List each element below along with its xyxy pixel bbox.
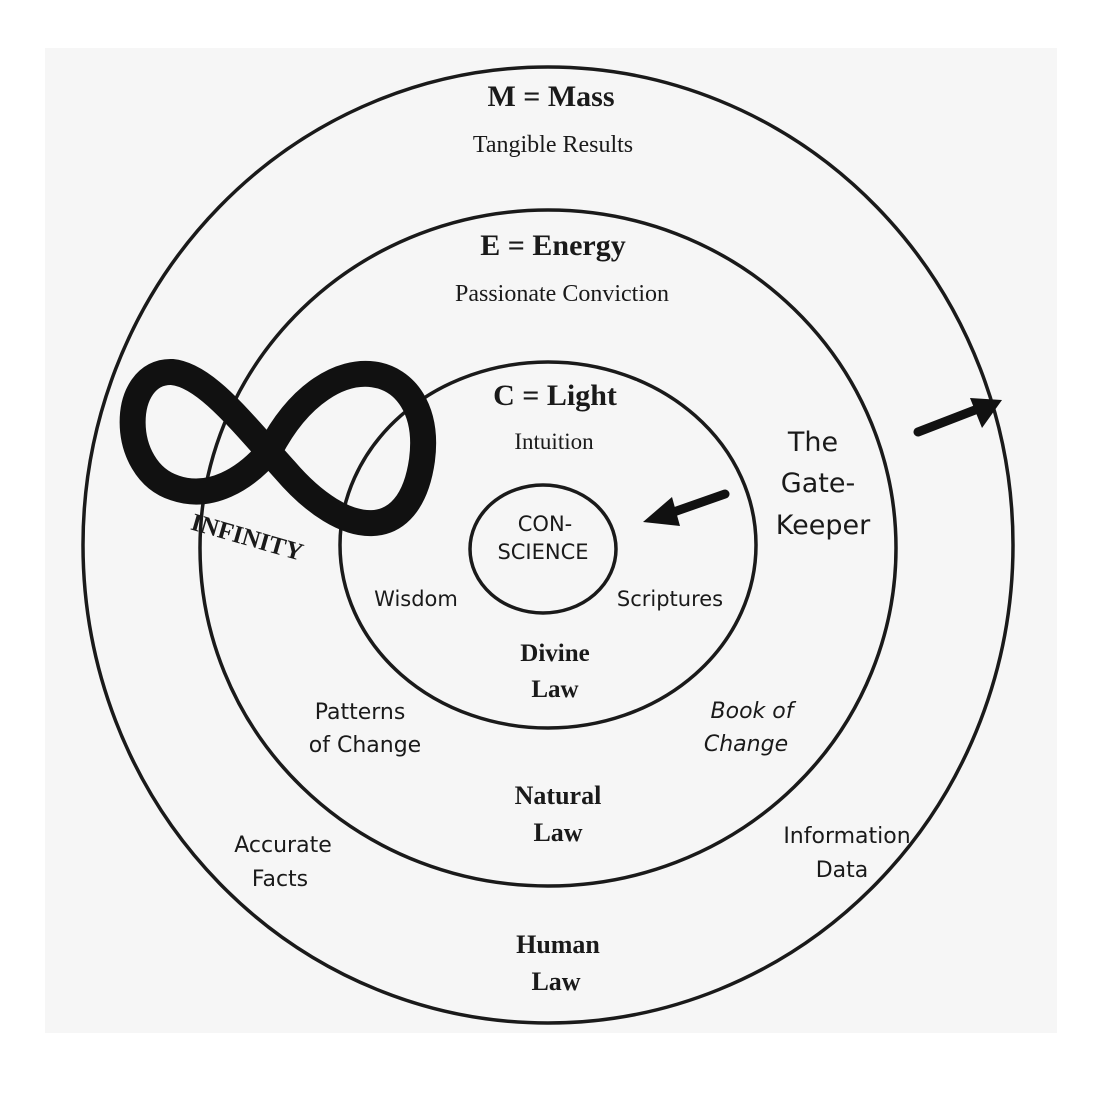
third-ring — [338, 360, 758, 730]
gatekeeper-label-line1: The — [787, 427, 838, 458]
second-ring-subtitle: Passionate Conviction — [455, 281, 669, 307]
scriptures-label: Scriptures — [617, 587, 723, 611]
center-label-line1: CON- — [518, 512, 572, 536]
book-of-change-line2: Change — [704, 732, 788, 757]
second-ring — [198, 208, 898, 888]
information-data-line2: Data — [816, 858, 869, 883]
accurate-facts-line1: Accurate — [234, 833, 332, 858]
arrow-right-icon — [913, 398, 1002, 437]
natural-law-line2: Law — [533, 818, 582, 847]
third-ring-subtitle: Intuition — [514, 429, 594, 454]
wisdom-label: Wisdom — [374, 587, 458, 611]
information-data-line1: Information — [783, 824, 910, 849]
outer-ring — [81, 65, 1015, 1025]
second-ring-title: E = Energy — [480, 229, 625, 262]
book-of-change-line1: Book of — [711, 699, 797, 724]
natural-law-line1: Natural — [515, 781, 602, 810]
outer-ring-subtitle: Tangible Results — [473, 132, 633, 158]
accurate-facts-line2: Facts — [252, 867, 308, 892]
gatekeeper-label-line2: Gate- — [781, 468, 855, 499]
patterns-of-change-line1: Patterns — [315, 700, 406, 725]
patterns-of-change-line2: of Change — [309, 733, 421, 758]
infinity-icon — [119, 359, 437, 537]
human-law-line2: Law — [531, 967, 580, 996]
human-law-line1: Human — [516, 930, 600, 959]
center-ring — [468, 483, 618, 615]
third-ring-title: C = Light — [493, 379, 617, 412]
divine-law-line2: Law — [531, 676, 578, 703]
gatekeeper-label-line3: Keeper — [776, 510, 871, 541]
center-label-line2: SCIENCE — [497, 540, 588, 564]
outer-ring-title: M = Mass — [487, 80, 614, 113]
divine-law-line1: Divine — [520, 640, 589, 667]
arrow-left-icon — [643, 489, 730, 526]
